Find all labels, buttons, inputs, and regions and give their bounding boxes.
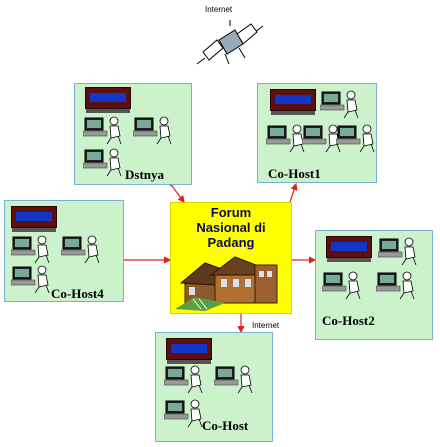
workstation-icon (83, 148, 122, 177)
server-icon (166, 338, 212, 364)
workstation-icon (320, 90, 359, 119)
server-icon (11, 206, 57, 232)
arrow-dstnya (165, 179, 185, 203)
node-label: Co-Host1 (268, 166, 321, 181)
node-cohost: Co-Host (155, 332, 273, 442)
server-icon (326, 236, 372, 262)
workstation-icon (214, 365, 253, 394)
node-label: Co-Host2 (322, 313, 375, 328)
node-cohost4: Co-Host4 (4, 200, 124, 302)
node-cohost1: Co-Host1 (257, 83, 377, 183)
internet-label-bottom: Internet (252, 321, 280, 330)
node-label: Co-Host4 (51, 286, 104, 301)
building-icon (175, 256, 278, 311)
server-icon (270, 89, 316, 115)
workstation-icon (376, 271, 415, 300)
center-title: Forum Nasional di Padang (196, 205, 266, 250)
arrow-cohost1 (284, 182, 298, 209)
workstation-icon (336, 124, 375, 153)
workstation-icon (164, 365, 203, 394)
workstation-icon (164, 399, 203, 428)
forum-center: Forum Nasional di Padang (170, 202, 292, 314)
workstation-icon (133, 116, 172, 145)
workstation-icon (61, 235, 100, 264)
node-cohost2: Co-Host2 (315, 230, 433, 340)
internet-label-top: Internet (205, 5, 233, 14)
server-icon (85, 87, 131, 113)
workstation-icon (11, 265, 50, 294)
workstation-icon (378, 237, 417, 266)
node-label: Co-Host (202, 418, 249, 433)
node-label: Dstnya (125, 167, 165, 182)
workstation-icon (322, 271, 361, 300)
workstation-icon (11, 235, 50, 264)
node-dstnya: Dstnya (74, 83, 192, 185)
workstation-icon (83, 116, 122, 145)
satellite-icon (196, 20, 264, 65)
